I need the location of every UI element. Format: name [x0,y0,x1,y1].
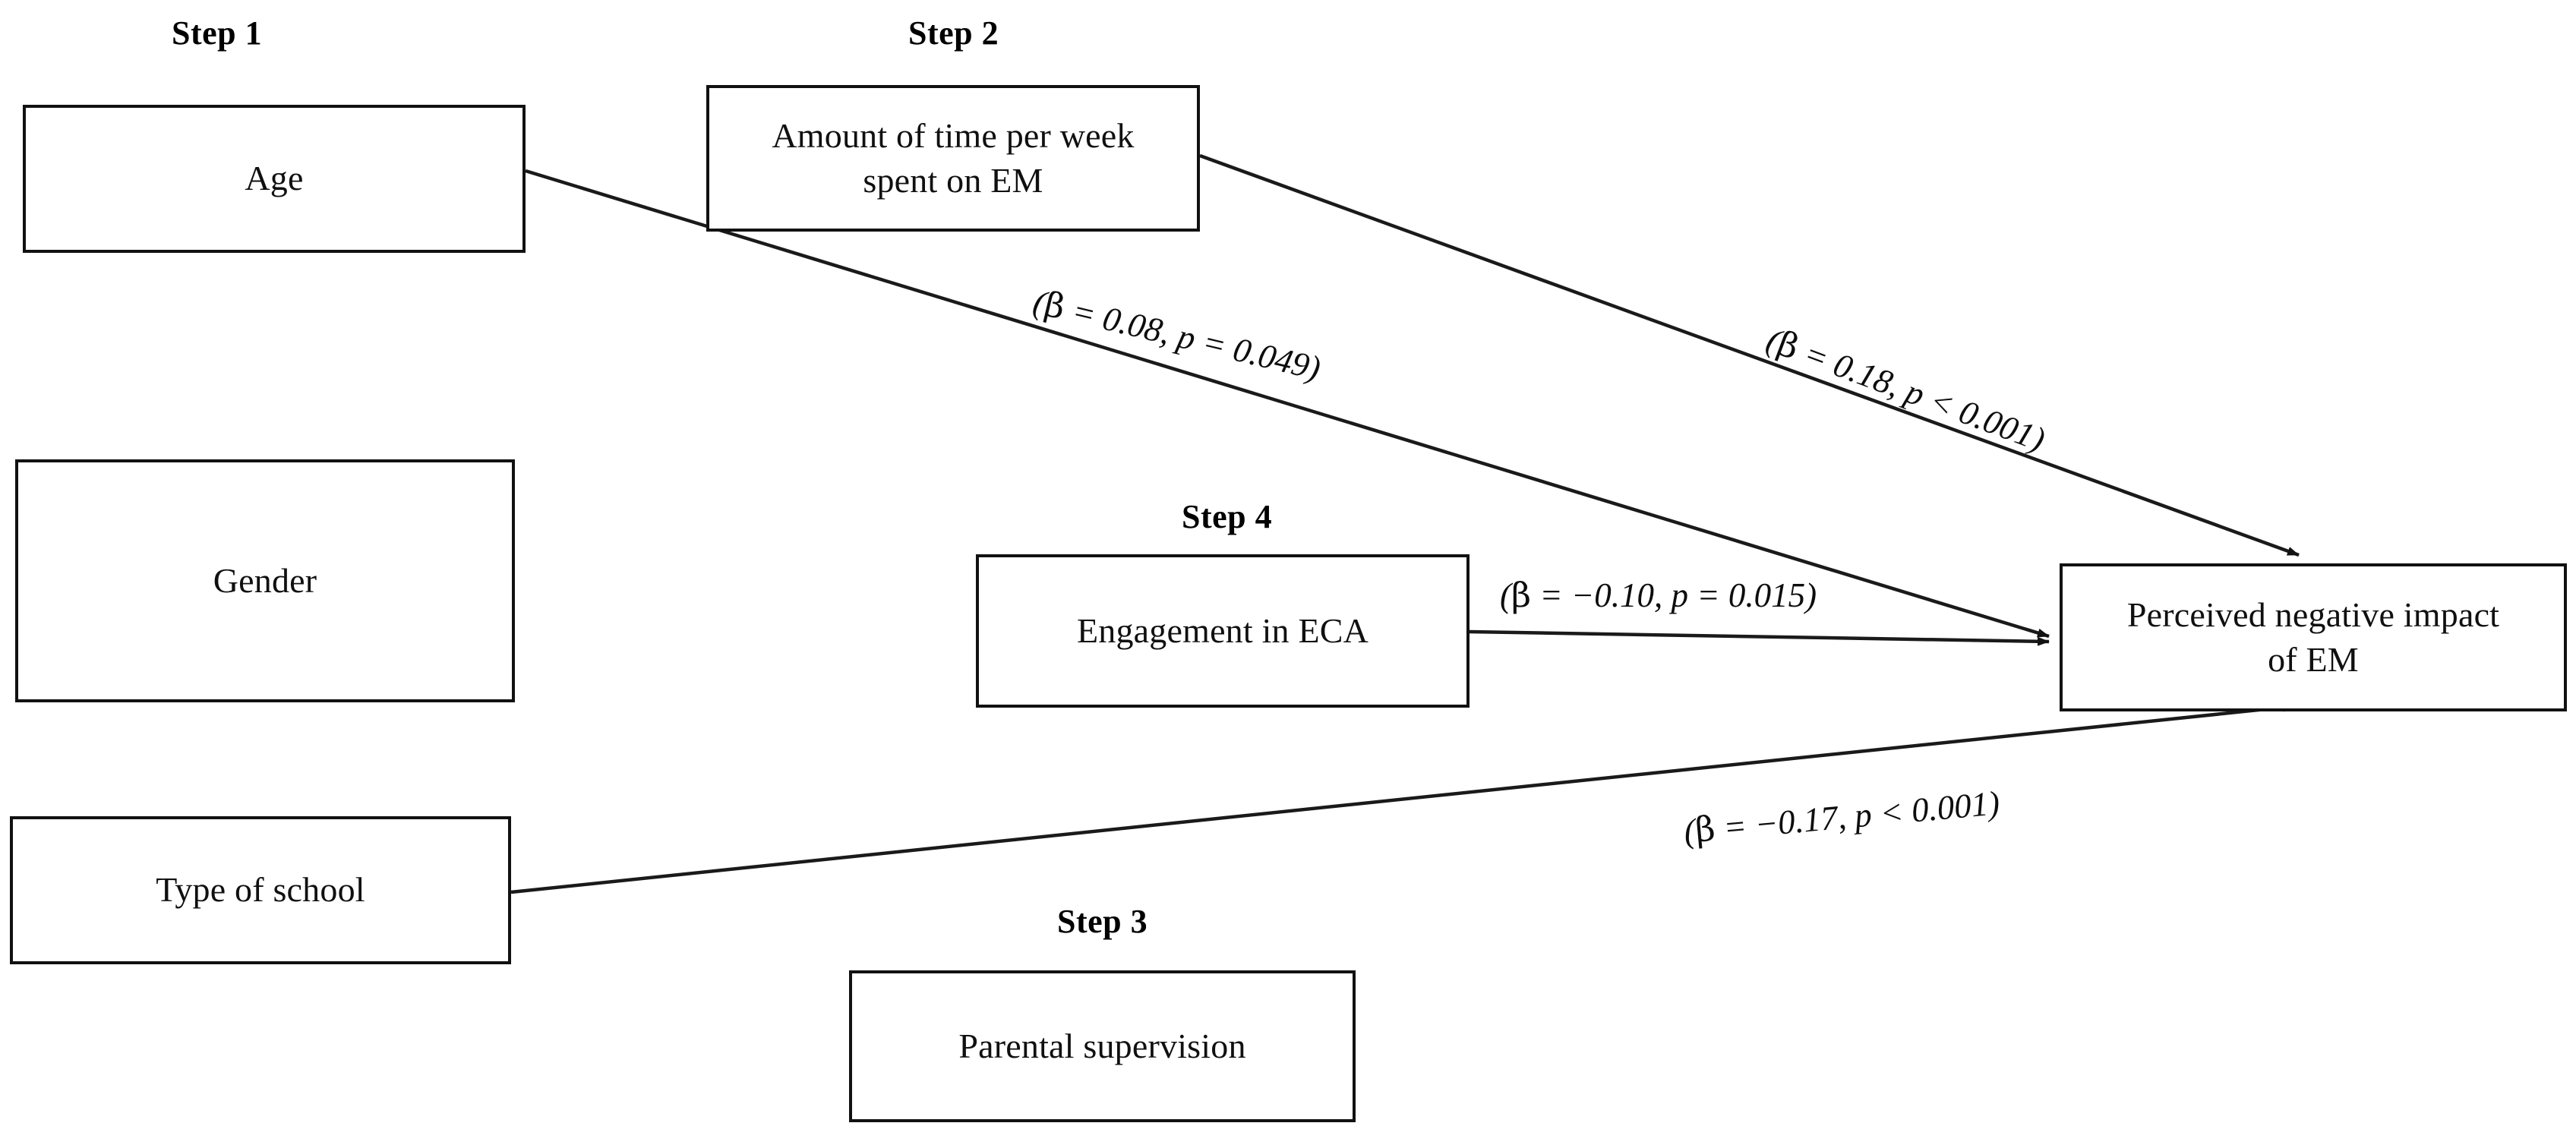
node-time-spent-on-em[interactable]: Amount of time per week spent on EM [706,85,1200,232]
node-age-label: Age [245,159,304,198]
p-operator: = [1688,576,1728,614]
beta-value: −0.10 [1571,576,1655,614]
node-time-line-2: spent on EM [863,160,1043,200]
edge-time-to-outcome [1199,153,2300,557]
node-outcome-line-1: Perceived negative impact [2126,595,2500,634]
edge-eca-to-outcome [1469,629,2050,646]
node-time-spent-on-em-label: Amount of time per week spent on EM [758,114,1148,203]
edge-age-to-outcome [525,169,2050,639]
edge-school-to-outcome [510,702,2296,894]
node-perceived-negative-impact[interactable]: Perceived negative impact of EM [2060,563,2567,711]
separator-comma: , [1654,576,1672,614]
step-header-1: Step 1 [172,14,263,52]
p-symbol: p [1671,576,1689,614]
node-gender-label: Gender [213,560,317,600]
p-value: 0.015 [1728,576,1806,614]
node-parental-supervision-label: Parental supervision [958,1026,1246,1065]
step-header-4: Step 4 [1182,498,1273,535]
paren-close: ) [1805,576,1817,614]
node-gender[interactable]: Gender [15,459,515,702]
beta-equals: = [1531,576,1571,614]
edge-label-eca-to-outcome: (β = −0.10, p = 0.015) [1500,575,1817,615]
p-value: 0.001 [1909,784,1990,830]
step-header-3: Step 3 [1057,903,1148,940]
node-age[interactable]: Age [23,105,526,253]
node-type-of-school[interactable]: Type of school [10,816,511,964]
paren-open: ( [1500,576,1511,614]
node-type-of-school-label: Type of school [156,870,365,910]
beta-value: −0.17 [1753,798,1839,844]
node-perceived-negative-impact-label: Perceived negative impact of EM [2114,593,2513,683]
node-engagement-in-eca-label: Engagement in ECA [1076,610,1369,650]
node-time-line-1: Amount of time per week [772,115,1135,155]
step-header-2: Step 2 [908,14,999,52]
beta-equals: = [1713,806,1757,848]
beta-symbol: β [1511,575,1532,615]
node-outcome-line-2: of EM [2268,639,2359,679]
node-engagement-in-eca[interactable]: Engagement in ECA [976,554,1470,708]
p-operator: < [1870,791,1914,834]
node-parental-supervision[interactable]: Parental supervision [849,970,1356,1122]
